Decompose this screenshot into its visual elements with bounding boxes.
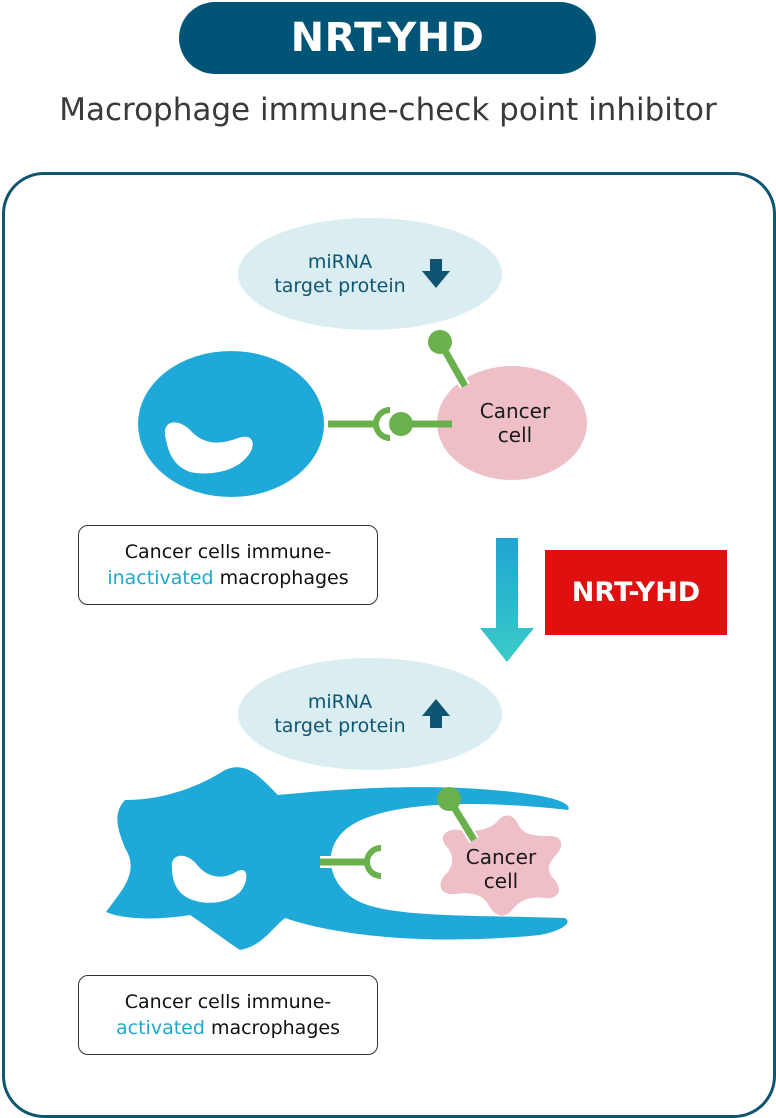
inactivated-label-line1: Cancer cells immune- <box>124 541 332 563</box>
mirna-label-bottom-line1: miRNA <box>307 691 373 713</box>
cancer-label-top-line1: Cancer <box>479 399 551 423</box>
down-arrow-icon <box>422 259 450 288</box>
activated-label-rest: macrophages <box>204 1017 340 1039</box>
ligand-ball-bound-top <box>389 412 413 436</box>
cancer-label-top: Cancer cell <box>460 399 570 447</box>
activated-label-line2: activated macrophages <box>79 1015 377 1041</box>
inactivated-label-rest: macrophages <box>213 567 349 589</box>
macrophage-nucleus-bottom <box>171 855 247 903</box>
mirna-bubble-top <box>238 218 502 330</box>
title-banner: NRT-YHD <box>179 2 596 74</box>
inactivated-label-line2: inactivated macrophages <box>79 565 377 591</box>
title-text: NRT-YHD <box>290 15 485 61</box>
ligand-ball-upper-top <box>428 330 452 354</box>
mirna-label-bottom: miRNA target protein <box>250 690 430 738</box>
mirna-label-top: miRNA target protein <box>250 250 430 298</box>
cancer-label-bottom-line1: Cancer <box>465 845 537 869</box>
subtitle: Macrophage immune-check point inhibitor <box>59 92 717 128</box>
macrophage-activated <box>106 767 569 950</box>
activated-macrophage-label: Cancer cells immune- activated macrophag… <box>78 975 378 1055</box>
cancer-cell-top <box>437 366 587 480</box>
macrophage-inactive <box>138 351 324 497</box>
receptor-cup-bottom <box>364 845 382 879</box>
nrt-yhd-treatment-box: NRT-YHD <box>545 550 727 635</box>
inactivated-highlight: inactivated <box>107 567 214 589</box>
diagram-panel <box>2 172 776 1118</box>
mirna-label-top-line1: miRNA <box>307 251 373 273</box>
receptor-cup-top <box>373 407 391 441</box>
mirna-bubble-bottom <box>238 658 502 770</box>
treatment-label: NRT-YHD <box>571 577 701 608</box>
inactivated-macrophage-label: Cancer cells immune- inactivated macroph… <box>78 525 378 605</box>
up-arrow-icon <box>422 699 450 728</box>
cancer-label-top-line2: cell <box>497 423 533 447</box>
ligand-ball-bottom <box>437 787 461 811</box>
activated-label-line1: Cancer cells immune- <box>124 991 332 1013</box>
activated-highlight: activated <box>116 1017 205 1039</box>
macrophage-nucleus-top <box>164 422 253 474</box>
cancer-label-bottom-line2: cell <box>483 869 519 893</box>
mirna-label-top-line2: target protein <box>274 275 406 297</box>
mirna-label-bottom-line2: target protein <box>274 715 406 737</box>
cancer-label-bottom: Cancer cell <box>446 845 556 893</box>
transition-arrow <box>480 538 534 662</box>
